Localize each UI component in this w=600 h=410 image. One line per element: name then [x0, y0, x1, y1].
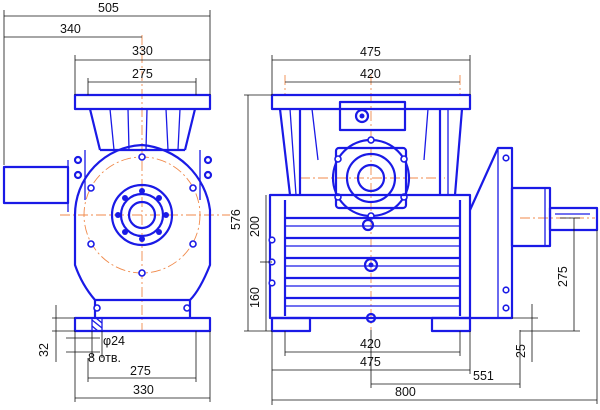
right-side-bolt-1	[268, 236, 276, 244]
right-mid-plug	[361, 218, 375, 232]
right-output-bore	[356, 163, 386, 193]
dim-200: 200	[248, 216, 262, 237]
right-flange-bolt-1	[367, 136, 375, 144]
left-output-flange	[110, 183, 174, 247]
left-flange-bolt-2	[139, 236, 145, 242]
dim-160: 160	[248, 287, 262, 308]
dim-800: 800	[395, 385, 416, 399]
right-top-boss	[338, 100, 407, 132]
left-base-hole-hatch	[91, 317, 103, 332]
left-flange-bolt-7	[122, 229, 128, 235]
dim-475-top: 475	[360, 45, 381, 59]
right-top-plug	[354, 108, 370, 124]
right-dimensions: 475 420 576 200 160 275 25 420 475	[229, 45, 598, 405]
right-drain-plug	[363, 257, 379, 273]
dim-275-bottom: 275	[130, 364, 151, 378]
right-foot-left	[270, 316, 312, 333]
left-flange-bolt-1	[139, 188, 145, 194]
left-bolt-a	[73, 155, 83, 165]
left-pedestal	[93, 300, 192, 318]
left-housing-bolt-5	[87, 240, 95, 248]
dim-551: 551	[473, 369, 494, 383]
left-output-bore	[127, 200, 157, 230]
dim-hole-dia: φ24	[103, 334, 125, 348]
right-input-shaft	[548, 206, 599, 232]
left-column	[88, 108, 197, 152]
right-output-hub	[345, 152, 397, 204]
left-base-plate	[73, 316, 212, 333]
dim-576: 576	[229, 209, 243, 230]
right-body	[268, 193, 472, 320]
right-flange-bolt-3	[334, 155, 342, 163]
right-view	[268, 75, 599, 333]
left-housing-bolt-2	[138, 269, 146, 277]
left-bolt-c	[203, 155, 213, 165]
dim-32: 32	[37, 343, 51, 357]
left-housing-bolt-4	[189, 184, 197, 192]
right-column-ribs	[289, 108, 449, 196]
right-flange-bolt-4	[400, 155, 408, 163]
dim-420-bottom: 420	[360, 337, 381, 351]
dim-330-top: 330	[132, 44, 153, 58]
left-flange-bolt-3	[115, 212, 121, 218]
right-adapter-bolt-3	[502, 304, 510, 312]
right-input-housing	[510, 186, 552, 248]
left-housing-bolt-1	[138, 153, 146, 161]
right-output-square	[334, 146, 408, 210]
left-housing-bolt-6	[189, 240, 197, 248]
dim-475-bottom: 475	[360, 355, 381, 369]
left-motor-stub	[2, 165, 70, 205]
left-top-flange	[73, 93, 212, 111]
right-column	[278, 108, 464, 196]
right-top-flange	[270, 93, 472, 111]
left-flange-bolt-5	[122, 195, 128, 201]
left-flange-bolt-8	[156, 195, 162, 201]
right-drain-plug-center	[368, 262, 374, 268]
right-side-bolt-3	[268, 279, 276, 287]
right-foot-right	[430, 316, 472, 333]
left-flange-bolt-6	[156, 229, 162, 235]
left-column-ribs	[109, 108, 181, 151]
dim-505: 505	[98, 1, 119, 15]
left-flange-bolt-4	[163, 212, 169, 218]
right-adapter-bolt-2	[502, 286, 510, 294]
dim-275-top: 275	[132, 67, 153, 81]
left-dimensions: 505 340 330 275 32 φ24 8 отв. 275 330	[3, 1, 211, 402]
left-housing-bolt-3	[87, 184, 95, 192]
dim-420-top: 420	[360, 67, 381, 81]
left-housing	[73, 143, 212, 302]
left-base-bolt-a	[93, 304, 101, 312]
left-view	[2, 35, 230, 333]
left-bolt-d	[203, 170, 213, 180]
left-base-bolt-b	[183, 304, 191, 312]
left-bolt-b	[73, 170, 83, 180]
right-adapter-bolt-1	[502, 154, 510, 162]
dim-25: 25	[514, 344, 528, 358]
dim-330-bottom: 330	[133, 383, 154, 397]
dim-275-right: 275	[556, 266, 570, 287]
right-top-plug-center	[359, 113, 365, 119]
right-bottom-plug	[365, 312, 377, 324]
dim-hole-count: 8 отв.	[88, 351, 121, 365]
dim-340: 340	[60, 22, 81, 36]
